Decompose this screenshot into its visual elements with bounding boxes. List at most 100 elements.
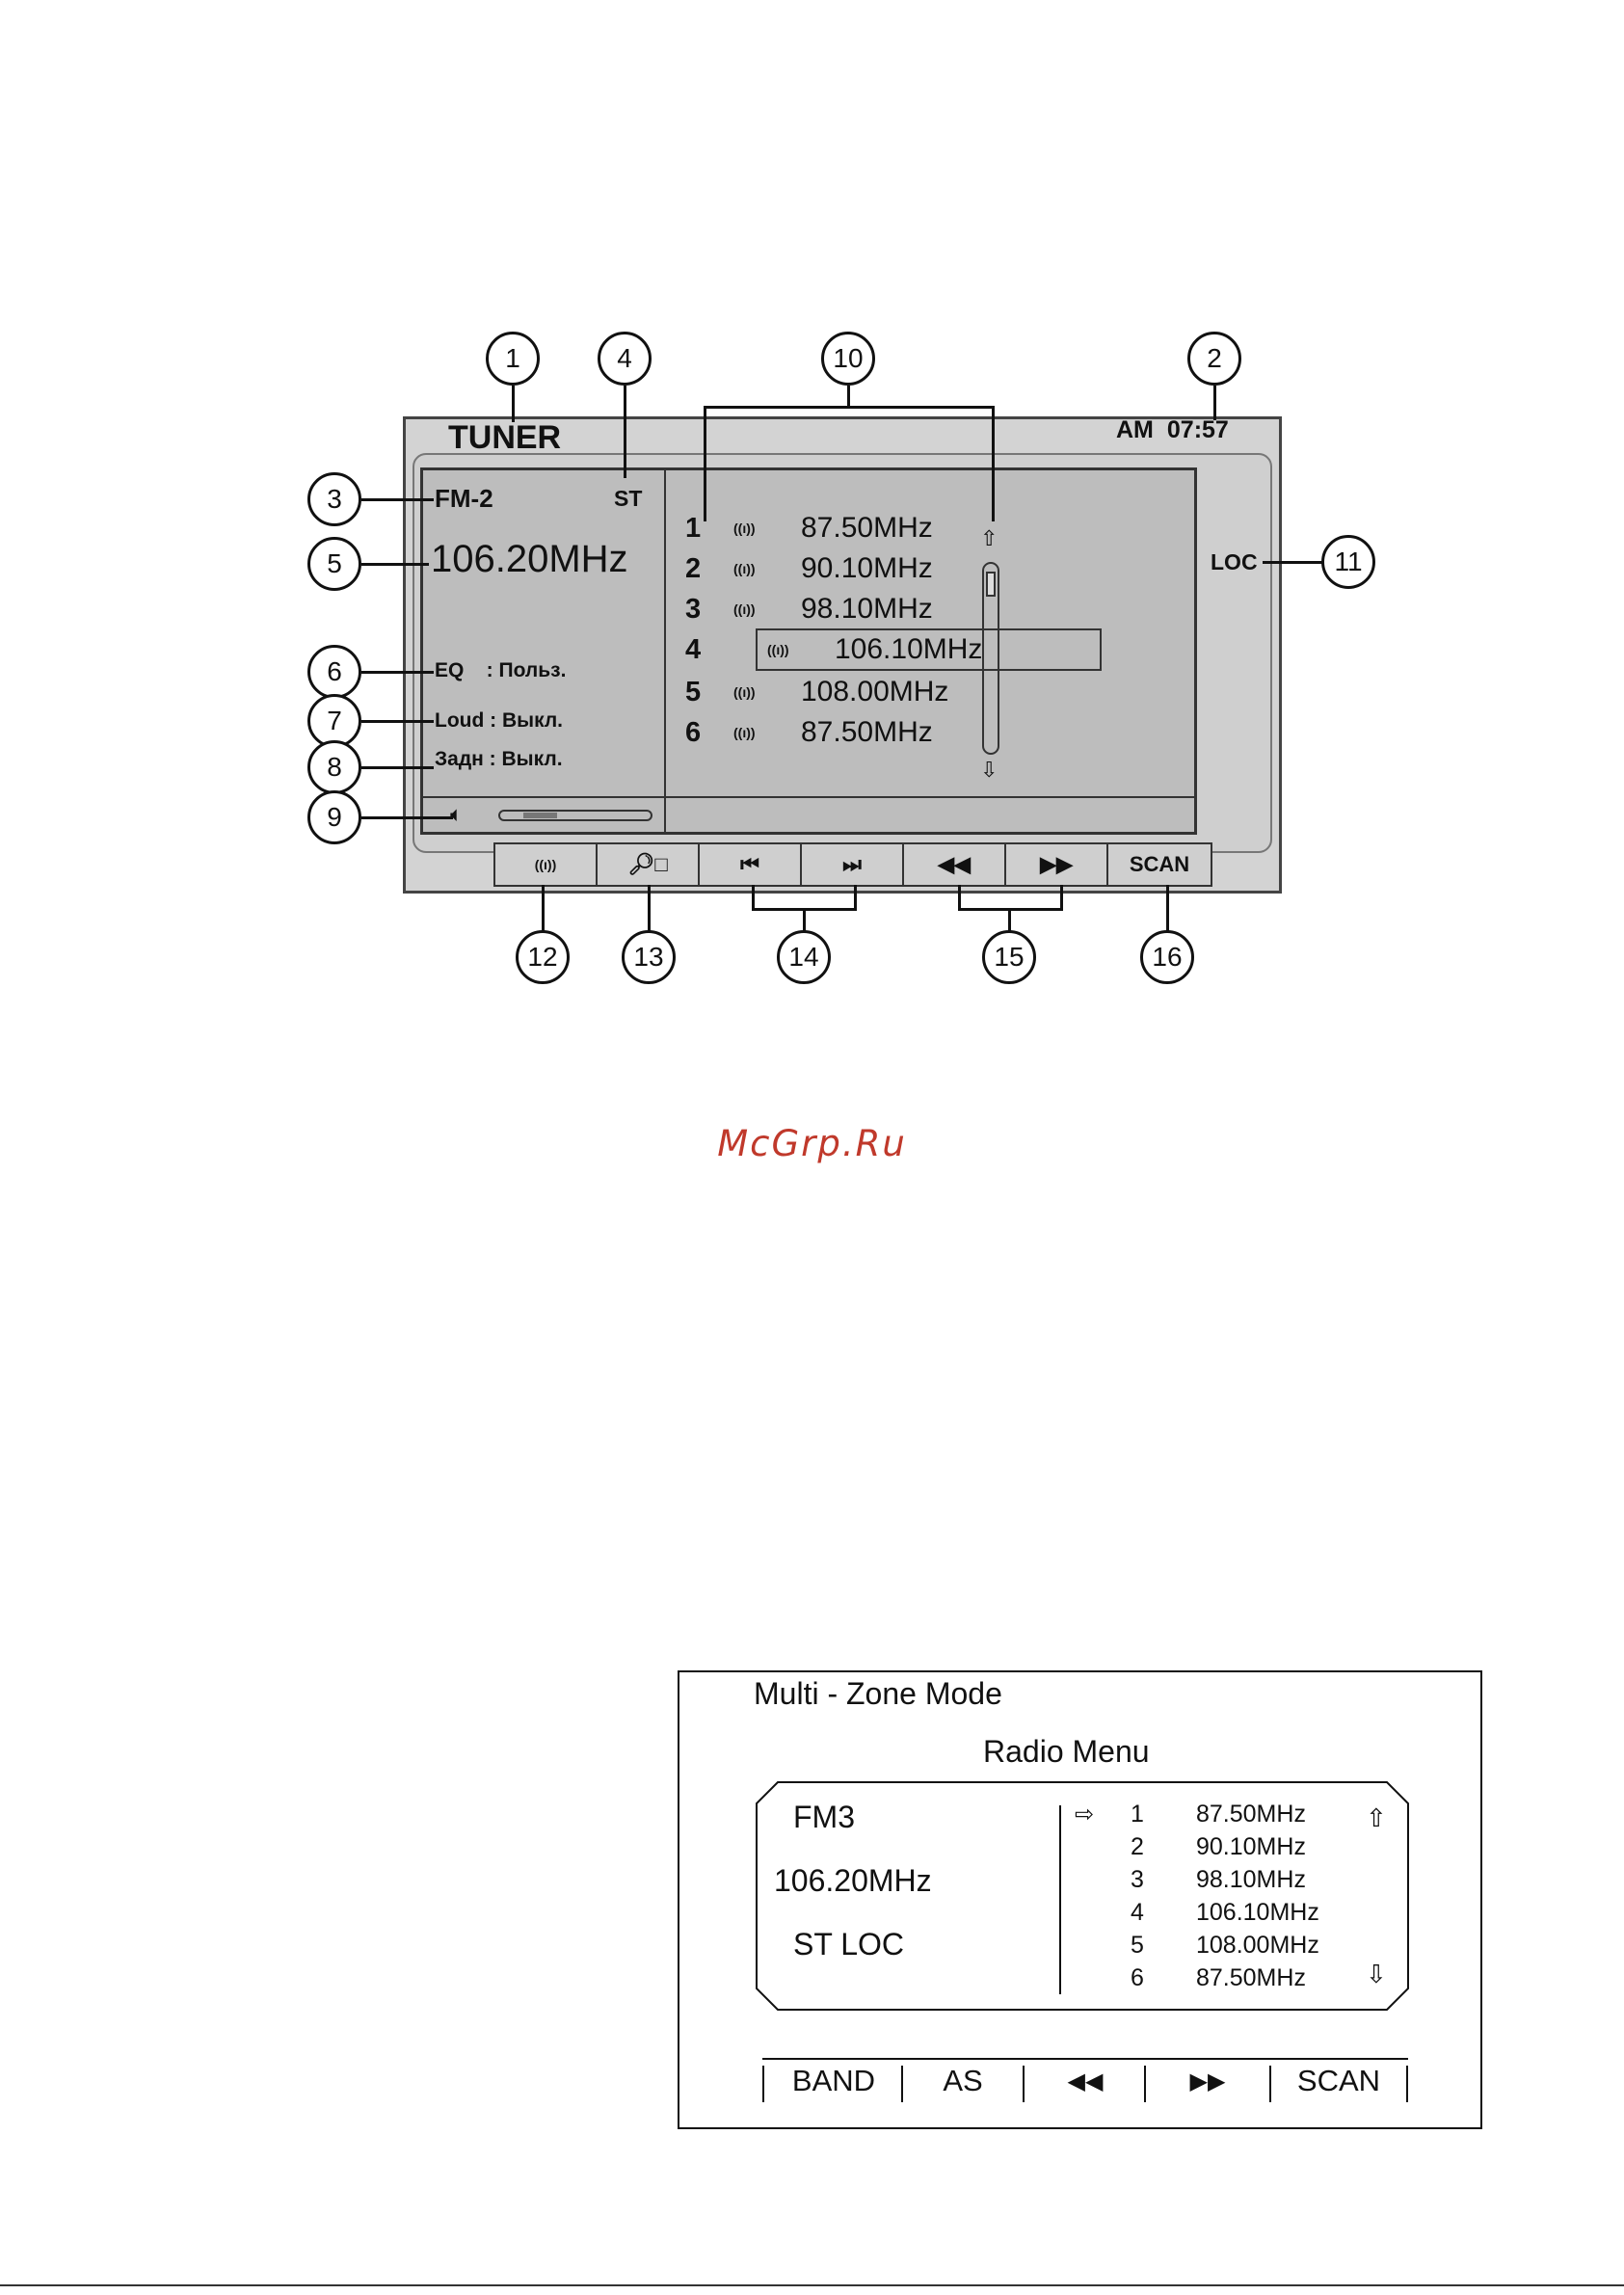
search-button[interactable]: 🔎︎□ bbox=[598, 844, 700, 885]
callout-14: 14 bbox=[777, 930, 831, 984]
scroll-thumb[interactable] bbox=[986, 572, 996, 597]
antenna-icon: ((ı)) bbox=[767, 642, 789, 657]
leader-line bbox=[648, 885, 651, 931]
preset-frequency: 87.50MHz bbox=[801, 512, 933, 544]
leader-line bbox=[854, 885, 857, 910]
mz-sep bbox=[762, 2066, 764, 2102]
leader-line bbox=[361, 816, 453, 819]
preset-number: 5 bbox=[685, 676, 702, 707]
callout-12: 12 bbox=[516, 930, 570, 984]
leader-line bbox=[1166, 885, 1169, 931]
mz-preset-row[interactable]: 3 98.10MHz bbox=[1131, 1863, 1306, 1896]
mz-status: ST LOC bbox=[793, 1927, 904, 1961]
mz-bar-rule bbox=[762, 2058, 1408, 2060]
mz-as-button[interactable]: AS bbox=[943, 2064, 983, 2097]
antenna-icon: ((ı)) bbox=[733, 520, 756, 536]
leader-line bbox=[1060, 885, 1063, 910]
multizone-title: Multi - Zone Mode bbox=[754, 1676, 1002, 1711]
leader-line bbox=[624, 386, 626, 478]
prev-track-button[interactable]: ⏮ bbox=[700, 844, 802, 885]
panel-outline bbox=[756, 1781, 1409, 2011]
watermark: McGrp.Ru bbox=[717, 1123, 907, 1164]
multizone-screen: Multi - Zone Mode Radio Menu FM3 106.20M… bbox=[678, 1670, 1482, 2129]
leader-line bbox=[992, 406, 995, 521]
mz-seek-back-button[interactable]: ◀◀ bbox=[1067, 2068, 1104, 2095]
mz-preset-frequency: 87.50MHz bbox=[1196, 1800, 1306, 1828]
mz-band-button[interactable]: BAND bbox=[791, 2064, 876, 2097]
preset-row[interactable]: 6((ı))87.50MHz bbox=[685, 713, 933, 752]
clock-ampm: AM bbox=[1116, 416, 1154, 443]
mz-seek-forward-button[interactable]: ▶▶ bbox=[1189, 2068, 1226, 2095]
mz-scroll-up-icon[interactable]: ⇧ bbox=[1366, 1803, 1387, 1832]
mz-preset-number: 4 bbox=[1131, 1898, 1144, 1926]
mz-preset-frequency: 90.10MHz bbox=[1196, 1832, 1306, 1860]
mz-preset-number: 1 bbox=[1131, 1800, 1144, 1828]
leader-line bbox=[542, 885, 545, 931]
scrollbar[interactable] bbox=[982, 562, 999, 755]
mz-divider bbox=[1059, 1805, 1061, 1994]
preset-frequency: 98.10MHz bbox=[801, 593, 933, 625]
tuner-title: TUNER bbox=[448, 419, 562, 456]
callout-8: 8 bbox=[307, 740, 361, 794]
leader-line bbox=[1263, 561, 1322, 564]
leader-line bbox=[803, 908, 806, 931]
mz-band: FM3 bbox=[793, 1800, 855, 1834]
callout-2: 2 bbox=[1187, 332, 1241, 386]
preset-number: 6 bbox=[685, 716, 702, 748]
tuner-panel: FM-2 ST 106.20MHz EQ : Польз. Loud : Вык… bbox=[420, 467, 1197, 835]
preset-number: 2 bbox=[685, 552, 702, 584]
volume-bar[interactable] bbox=[498, 810, 652, 821]
mz-sep bbox=[1406, 2066, 1408, 2102]
tuner-button-bar: ((ı)) 🔎︎□ ⏮ ⏭ ◀◀ ▶▶ SCAN bbox=[493, 842, 1212, 887]
antenna-icon: ((ı)) bbox=[733, 725, 756, 740]
leader-line bbox=[752, 885, 755, 910]
preset-row[interactable]: 5((ı))108.00MHz bbox=[685, 673, 948, 711]
leader-line bbox=[704, 406, 993, 409]
mz-scroll-down-icon[interactable]: ⇩ bbox=[1366, 1960, 1387, 1988]
mz-sep bbox=[901, 2066, 903, 2102]
leader-line bbox=[361, 671, 434, 674]
preset-row[interactable]: 1 ((ı)) 87.50MHz bbox=[685, 509, 933, 547]
scan-button[interactable]: SCAN bbox=[1129, 852, 1190, 876]
loudness-setting: Loud : Выкл. bbox=[435, 709, 564, 732]
preset-row[interactable]: 4((ı))106.10MHz bbox=[685, 628, 1102, 671]
mz-preset-row[interactable]: 4 106.10MHz bbox=[1131, 1896, 1319, 1929]
scroll-down-icon[interactable]: ⇩ bbox=[980, 758, 998, 782]
preset-number: 1 bbox=[685, 512, 702, 544]
current-frequency: 106.20MHz bbox=[431, 538, 628, 580]
callout-6: 6 bbox=[307, 645, 361, 699]
preset-row[interactable]: 2 ((ı)) 90.10MHz bbox=[685, 549, 933, 588]
volume-row: 🔈︎ bbox=[423, 796, 1194, 834]
mz-sep bbox=[1269, 2066, 1271, 2102]
mz-preset-number: 3 bbox=[1131, 1865, 1144, 1893]
mz-scan-button[interactable]: SCAN bbox=[1296, 2064, 1381, 2097]
mz-preset-frequency: 98.10MHz bbox=[1196, 1865, 1306, 1893]
seek-back-button[interactable]: ◀◀ bbox=[904, 844, 1006, 885]
seek-forward-button[interactable]: ▶▶ bbox=[1006, 844, 1108, 885]
leader-line bbox=[1008, 908, 1011, 931]
preset-row[interactable]: 3((ı))98.10MHz bbox=[685, 590, 933, 628]
pointer-arrow-icon: ⇨ bbox=[1075, 1801, 1095, 1828]
preset-number: 3 bbox=[685, 593, 702, 625]
callout-7: 7 bbox=[307, 694, 361, 748]
preset-frequency: 90.10MHz bbox=[801, 552, 933, 584]
mz-preset-number: 5 bbox=[1131, 1931, 1144, 1959]
mz-preset-frequency: 106.10MHz bbox=[1196, 1898, 1319, 1926]
callout-5: 5 bbox=[307, 537, 361, 591]
clock-time: 07:57 bbox=[1166, 416, 1229, 443]
mz-preset-row[interactable]: ⇨ 1 87.50MHz bbox=[1075, 1798, 1306, 1830]
mz-sep bbox=[1023, 2066, 1025, 2102]
callout-15: 15 bbox=[982, 930, 1036, 984]
next-track-button[interactable]: ⏭ bbox=[802, 844, 904, 885]
antenna-icon: ((ı)) bbox=[733, 561, 756, 576]
clock: AM 07:57 bbox=[1116, 416, 1229, 444]
speaker-icon: 🔈︎ bbox=[450, 802, 464, 826]
loc-indicator: LOC bbox=[1211, 549, 1258, 574]
scroll-up-icon[interactable]: ⇧ bbox=[980, 526, 998, 550]
mz-sep bbox=[1144, 2066, 1146, 2102]
band-button[interactable]: ((ı)) bbox=[495, 844, 598, 885]
